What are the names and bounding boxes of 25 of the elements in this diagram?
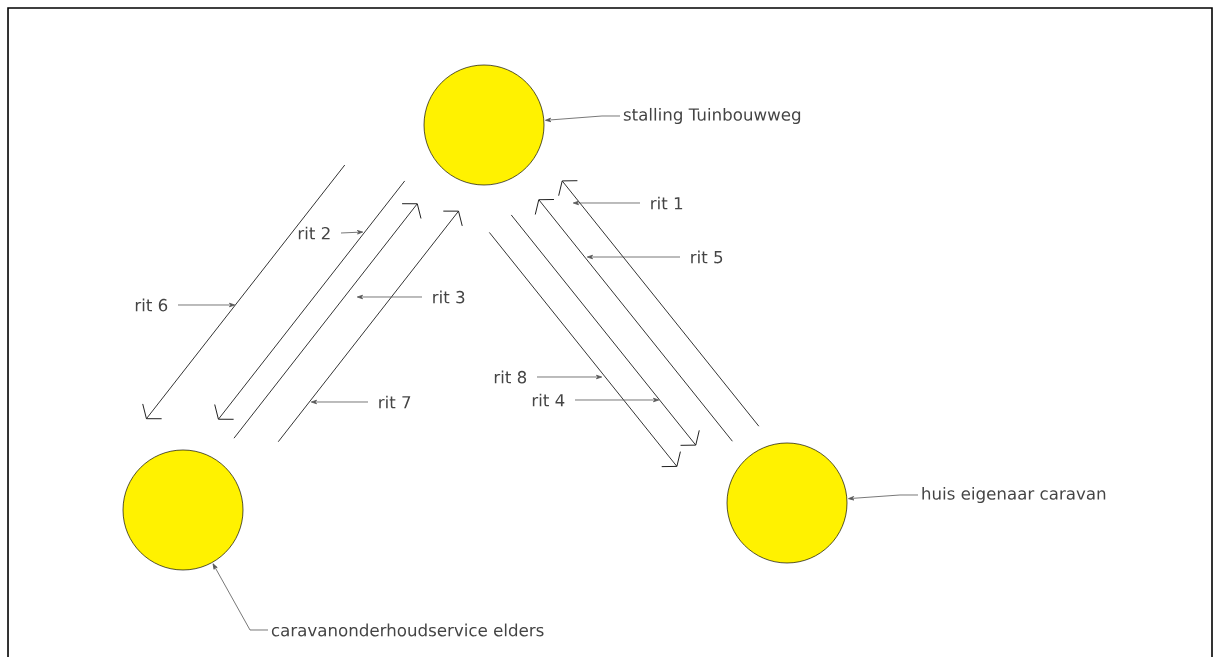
ride-arrow [558,180,760,427]
place-label: stalling Tuinbouwweg [623,107,801,125]
edge-label: rit 5 [586,250,723,264]
ride-arrow [510,214,700,446]
place-circle [726,442,848,564]
ride-arrow [142,164,346,420]
place-circle [122,449,244,571]
edge-label: rit 1 [572,196,683,210]
leader-line [545,115,621,123]
ride-arrow [534,199,733,442]
leader-line [848,494,919,501]
edge-label: rit 7 [310,395,411,409]
place-circle [423,64,545,186]
place-label: caravanonderhoudservice elders [271,623,544,637]
ride-arrow [488,232,681,467]
edge-label: rit 2 [298,226,364,240]
leader-line [212,563,269,631]
edge-label: rit 8 [494,370,603,384]
ride-arrow [214,180,406,420]
edge-label: rit 6 [135,298,236,312]
edge-label: rit 4 [532,393,660,407]
place-label: huis eigenaar caravan [922,486,1106,504]
ride-arrow [277,210,463,443]
ride-arrow [233,203,422,439]
edge-label: rit 3 [356,290,465,304]
